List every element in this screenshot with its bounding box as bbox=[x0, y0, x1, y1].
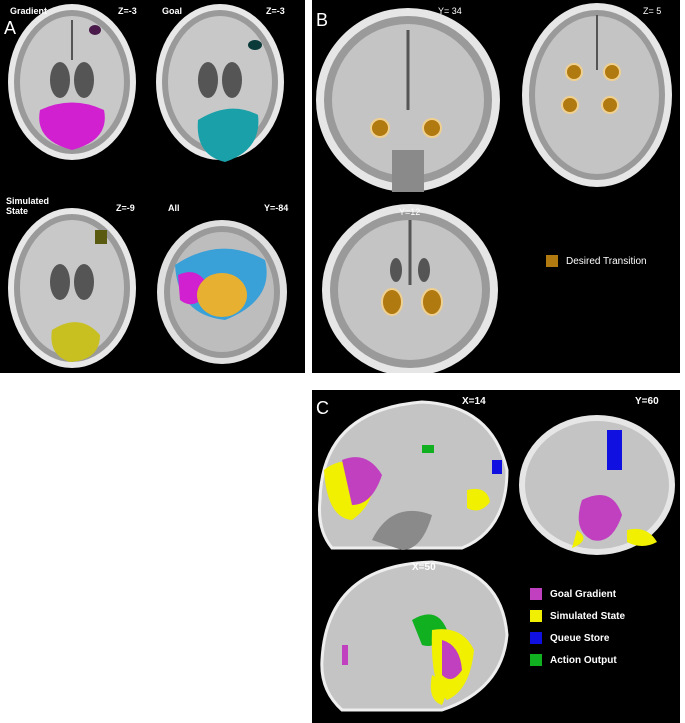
gradient-blob bbox=[39, 102, 105, 150]
coord-c-2: Y=60 bbox=[635, 396, 659, 407]
legend-label-queue-store: Queue Store bbox=[550, 632, 610, 644]
legend-swatch-simulated-state bbox=[530, 610, 542, 622]
slice-title-simulated: Simulated State bbox=[6, 196, 50, 216]
brain-sagittal-x14 bbox=[318, 400, 509, 550]
brain-all-coronal bbox=[157, 220, 287, 364]
panel-b-brains bbox=[312, 0, 672, 373]
panel-a-brains bbox=[8, 4, 287, 368]
panel-a-letter: A bbox=[4, 18, 17, 38]
slice-title-goal: Goal bbox=[162, 6, 183, 16]
legend-desired-transition: Desired Transition bbox=[546, 255, 647, 267]
slice-coord-simulated: Z=-9 bbox=[116, 203, 135, 213]
panel-b: B Y= 34 Z= 5 Y=12 Desired Transition bbox=[312, 0, 680, 373]
slice-coord-gradient: Z=-3 bbox=[118, 6, 137, 16]
legend-swatch bbox=[546, 255, 558, 267]
legend-label: Desired Transition bbox=[566, 255, 647, 267]
brain-goal-axial bbox=[156, 4, 284, 162]
brain-coronal-y12 bbox=[322, 204, 498, 373]
legend-simulated-state: Simulated State bbox=[530, 610, 625, 622]
legend-label-action-output: Action Output bbox=[550, 654, 617, 666]
brain-sagittal-x50 bbox=[320, 560, 509, 712]
brain-axial-z5 bbox=[522, 3, 672, 187]
brain-gradient-axial bbox=[8, 4, 136, 160]
legend-action-output: Action Output bbox=[530, 654, 617, 666]
legend-swatch-action-output bbox=[530, 654, 542, 666]
panel-c-letter: C bbox=[316, 398, 329, 418]
legend-swatch-goal-gradient bbox=[530, 588, 542, 600]
panel-c-brains bbox=[318, 400, 675, 712]
slice-coord-all: Y=-84 bbox=[264, 203, 289, 213]
brain-coronal-y60 bbox=[519, 415, 675, 555]
panel-b-letter: B bbox=[316, 10, 329, 30]
coord-b-2: Z= 5 bbox=[643, 6, 662, 16]
legend-swatch-queue-store bbox=[530, 632, 542, 644]
coord-b-1: Y= 34 bbox=[438, 6, 462, 16]
legend-label-goal-gradient: Goal Gradient bbox=[550, 588, 617, 600]
simulated-blob bbox=[51, 322, 100, 362]
panel-a: A Gradient Z=-3 Goal Z=-3 Simulated Stat… bbox=[0, 0, 305, 373]
goal-blob bbox=[197, 108, 259, 162]
legend-goal-gradient: Goal Gradient bbox=[530, 588, 616, 600]
panel-c: C X=14 Y=60 X=50 Goal Gradient Simulated… bbox=[312, 390, 680, 723]
coord-c-1: X=14 bbox=[462, 396, 486, 407]
slice-title-gradient: Gradient bbox=[10, 6, 48, 16]
slice-title-all: All bbox=[168, 203, 180, 213]
legend-label-simulated-state: Simulated State bbox=[550, 610, 626, 622]
legend-queue-store: Queue Store bbox=[530, 632, 609, 644]
coord-b-3: Y=12 bbox=[399, 207, 421, 217]
brain-simulated-axial bbox=[8, 208, 136, 368]
brain-coronal-y34 bbox=[312, 0, 507, 192]
coord-c-3: X=50 bbox=[412, 562, 436, 573]
slice-coord-goal: Z=-3 bbox=[266, 6, 285, 16]
